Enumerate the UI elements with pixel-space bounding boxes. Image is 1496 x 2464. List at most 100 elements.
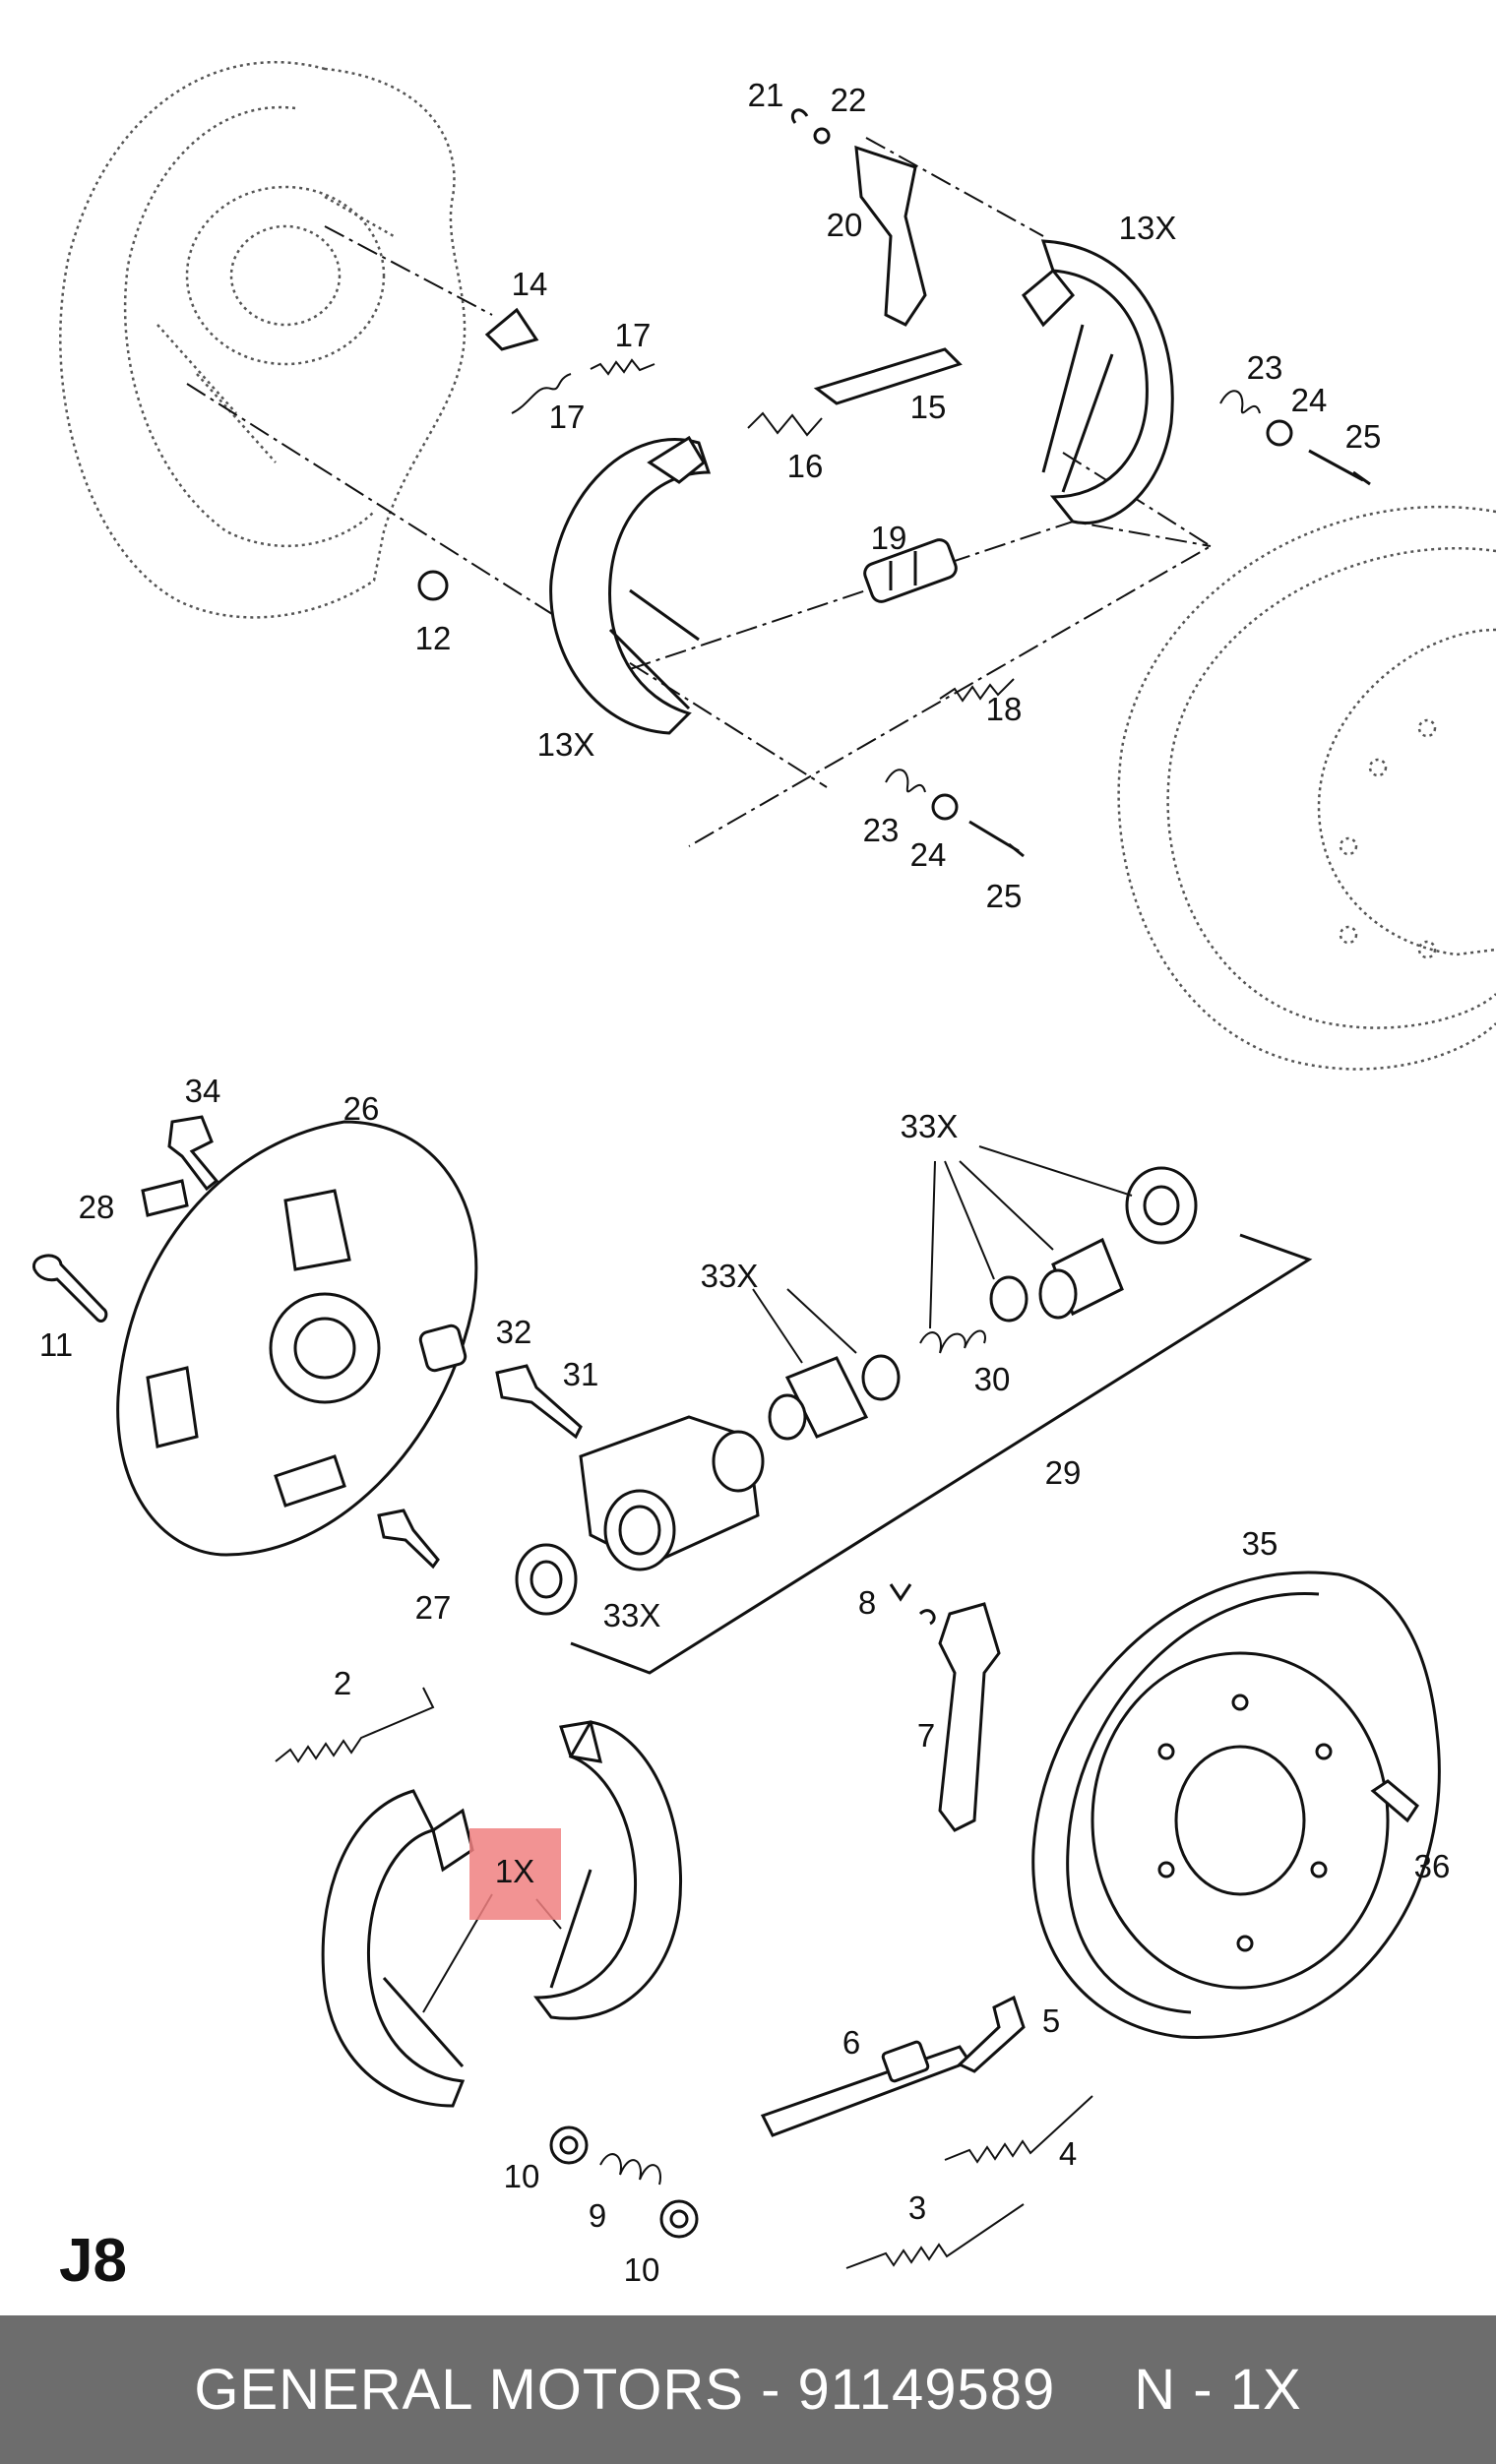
piston-33x-c <box>1038 1237 1124 1320</box>
clip-8 <box>889 1583 936 1626</box>
callout-25a: 25 <box>1345 418 1382 455</box>
callout-32: 32 <box>496 1314 532 1350</box>
callout-33x-a: 33X <box>603 1597 661 1633</box>
retainer-10a <box>549 2125 589 2165</box>
cap-32 <box>418 1324 468 1373</box>
callout-7: 7 <box>917 1717 935 1754</box>
brake-drum-35 <box>1031 1571 1441 2039</box>
seal-33x-a <box>515 1543 578 1616</box>
callout-33x-b: 33X <box>701 1258 759 1294</box>
callout-24a: 24 <box>1291 382 1328 418</box>
top-brake-drum <box>1117 505 1496 1071</box>
piston-33x-b <box>768 1356 869 1441</box>
brake-shoe-left-13x <box>549 435 712 735</box>
spring-4 <box>944 2095 1093 2164</box>
callout-12: 12 <box>415 620 452 656</box>
callout-9: 9 <box>589 2197 606 2234</box>
spring-23b <box>885 769 926 793</box>
callout-35: 35 <box>1242 1525 1278 1562</box>
parking-lever-7 <box>938 1602 1001 1832</box>
pin-25b <box>968 820 1025 858</box>
brake-shoe-right-1x <box>533 1720 682 2020</box>
callout-27: 27 <box>415 1589 452 1626</box>
spring-18 <box>939 678 1015 703</box>
top-centerline-a <box>324 225 493 316</box>
spring-3 <box>845 2203 1025 2269</box>
bleeder-31 <box>495 1364 583 1440</box>
spring-23a <box>1219 390 1261 414</box>
callout-33x-c: 33X <box>901 1108 959 1144</box>
highlight-1x-label: 1X <box>495 1853 534 1889</box>
brake-shoe-right-13x <box>1022 239 1174 524</box>
highlight-1x-box <box>469 1828 561 1920</box>
spring-17b <box>590 358 655 376</box>
callout-28: 28 <box>79 1189 115 1225</box>
callout-17b: 17 <box>549 399 586 435</box>
top-centerline-d <box>865 137 1044 237</box>
seal-33x-c3 <box>1125 1166 1198 1245</box>
callout-10b: 10 <box>624 2251 660 2288</box>
callout-34: 34 <box>185 1073 221 1109</box>
stud-36 <box>1370 1779 1419 1823</box>
callout-6: 6 <box>842 2024 860 2061</box>
callout-21: 21 <box>748 77 784 113</box>
callout-8: 8 <box>858 1584 876 1621</box>
retainer-10b <box>659 2199 699 2239</box>
callout-19: 19 <box>871 520 907 556</box>
backing-plate-26 <box>116 1120 478 1557</box>
callout-15: 15 <box>910 389 947 425</box>
callout-18: 18 <box>986 691 1023 727</box>
callout-labels: 21 22 20 13X 14 17 17 15 16 23 24 25 19 … <box>39 77 1450 2288</box>
spring-9 <box>599 2153 661 2186</box>
callout-13x-left: 13X <box>537 726 595 763</box>
callout-25b: 25 <box>986 878 1023 914</box>
callout-31: 31 <box>563 1356 599 1392</box>
wheel-cylinder-29 <box>579 1415 765 1571</box>
callout-36: 36 <box>1414 1848 1451 1884</box>
exploded-brake-diagram: 1X 21 22 20 13X 14 17 17 15 16 23 24 25 … <box>32 60 1496 2295</box>
callout-22: 22 <box>831 82 867 118</box>
bracket-line-29 <box>570 1233 1313 1675</box>
seal-33x-b2 <box>861 1354 901 1401</box>
clip-5 <box>957 1995 1026 2073</box>
callout-4: 4 <box>1059 2135 1077 2172</box>
top-backing-plate <box>59 60 467 619</box>
callout-23b: 23 <box>863 812 900 848</box>
callout-11: 11 <box>39 1326 73 1363</box>
bolt-34 <box>167 1115 219 1192</box>
pin-25a <box>1308 449 1371 486</box>
callout-16: 16 <box>787 448 824 484</box>
footer-part-number: 91149589 <box>797 2358 1056 2422</box>
nut-12 <box>417 570 449 601</box>
callout-29: 29 <box>1045 1454 1082 1491</box>
clip-28 <box>141 1179 189 1217</box>
callout-10a: 10 <box>504 2158 540 2194</box>
leader-33x-a <box>752 1288 857 1364</box>
callout-3: 3 <box>908 2189 926 2226</box>
washer-22 <box>813 127 831 145</box>
callout-14: 14 <box>512 266 548 302</box>
part-info-footer: GENERAL MOTORS - 91149589 N - 1X <box>0 2315 1496 2464</box>
leader-33x-c <box>929 1145 1133 1329</box>
brake-shoe-left-1x <box>321 1789 474 2108</box>
callout-17a: 17 <box>615 317 652 353</box>
bracket-14 <box>484 307 539 351</box>
callout-13x-top: 13X <box>1119 210 1177 246</box>
spring-30 <box>919 1329 986 1354</box>
top-centerline-b <box>186 383 828 788</box>
top-centerline-e <box>688 452 1213 847</box>
bolt-11 <box>32 1254 108 1323</box>
spring-17a <box>511 373 572 414</box>
spring-16 <box>747 411 823 437</box>
section-label-j8: J8 <box>59 2227 127 2295</box>
adjuster-19 <box>863 538 958 603</box>
washer-24a <box>1266 419 1293 447</box>
seal-33x-c1 <box>989 1275 1028 1323</box>
callout-2: 2 <box>334 1665 351 1701</box>
strut-bar-15 <box>813 347 963 405</box>
footer-brand: GENERAL MOTORS <box>194 2358 744 2422</box>
parking-lever-20 <box>854 145 927 327</box>
adjuster-6 <box>760 2040 972 2137</box>
callout-24b: 24 <box>910 836 947 873</box>
clip-21 <box>790 108 809 124</box>
